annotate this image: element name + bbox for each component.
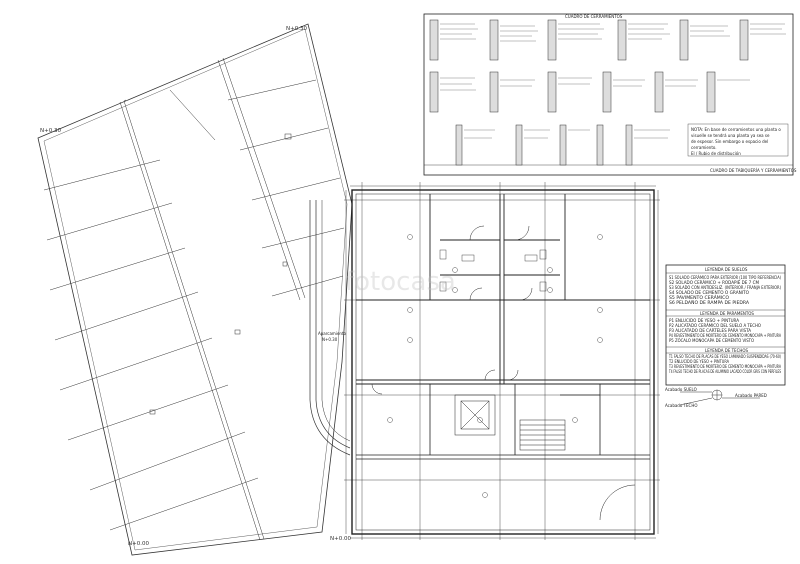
ceiling-markers: [387, 234, 603, 498]
legend-floor-item: S3 SOLADO CON ANTIDESLIZ. (INTERIOR / FR…: [669, 285, 781, 290]
legend-walls-title: LEYENDA DE PARAMENTOS: [700, 311, 754, 316]
level-label: N+0.00: [330, 536, 351, 542]
legend-ceiling-item: T1 FALSO TECHO DE PLACAS DE YESO LAMINAD…: [668, 354, 781, 359]
legend-floor-item: S4 SOLADO DE CEMENTO O GRANITO: [669, 290, 749, 295]
symbol-label: Acabado TECHO: [665, 403, 697, 408]
finish-symbol-key: [679, 389, 760, 406]
legend-wall-item: P5 ZÓCALO MONOCAPA DE CEMENTO VISTO: [669, 338, 754, 343]
level-label: N+0.30: [40, 128, 61, 134]
legend-wall-item: P1 ENLUCIDO DE YESO + PINTURA: [669, 318, 739, 323]
legend-floor-item: S5 PAVIMENTO CERÁMICO: [669, 295, 729, 300]
legend-floors-title: LEYENDA DE SUELOS: [705, 267, 748, 272]
legend-ceiling-item: T4 FALSO TECHO DE PLACAS DE ALUMINIO LAC…: [668, 369, 781, 374]
legend-wall-item: P4 REVESTIMIENTO DE MORTERO DE CEMENTO M…: [669, 333, 781, 338]
legend-floor-item: S6 PELDAÑO DE RAMPA DE PIEDRA: [669, 300, 749, 305]
parking-note-level: N+0.30: [322, 337, 338, 342]
wall-chart-title: CUADRO DE CERRAMIENTOS: [565, 14, 623, 19]
doors: [371, 225, 636, 521]
legend-ceiling-item: T3 REVESTIMIENTO DE MORTERO DE CEMENTO M…: [668, 364, 781, 369]
legend-wall-item: P3 ALICATADO DE CARTELES PARA VISTA: [669, 328, 751, 333]
finishes-legend: LEYENDA DE SUELOS S1 SOLADO CERÁMICO PAR…: [665, 264, 786, 386]
parking-lot: [37, 23, 353, 556]
wall-chart-note-line: de espesor. Sin embargo o espacio del: [691, 139, 768, 144]
parking-stalls: [43, 79, 345, 531]
parking-note: Aparcamiento: [318, 331, 347, 336]
symbol-label: Acabado SUELO: [665, 387, 697, 392]
legend-wall-item: P2 ALICATADO CERÁMICO DEL SUELO A TECHO: [669, 323, 761, 328]
wall-chart-note-line: cerramiento.: [691, 145, 717, 150]
building-plan: [344, 182, 660, 540]
stairs: [454, 394, 566, 451]
level-label: N+0.00: [128, 541, 149, 547]
legend-ceiling-item: T2 ENLUCIDO DE YESO + PINTURA: [668, 359, 729, 364]
watermark-text: fotocasa: [345, 267, 456, 297]
wall-chart-note-line: visuelle se tendrá una planta ya sea se: [691, 133, 770, 138]
legend-floor-item: S1 SOLADO CERÁMICO PARA EXTERIOR (100 TI…: [669, 275, 781, 280]
symbol-label: Acabado PARED: [735, 393, 767, 398]
wall-chart-footer: CUADRO DE TABIQUERÍA Y CERRAMIENTOS: [710, 168, 797, 173]
wall-chart-note-line: El / Rubio de distribución: [691, 151, 741, 156]
legend-ceilings-title: LEYENDA DE TECHOS: [705, 348, 749, 353]
level-label: N+0.30: [286, 26, 307, 32]
wall-types-chart: CUADRO DE CERRAMIENTOS NOTA: En base de …: [423, 13, 797, 176]
legend-floor-item: S2 SOLADO CERÁMICO + RODAPIÉ DE 7 CM: [669, 280, 760, 285]
wall-chart-note-line: NOTA: En base de cerramientos una planta…: [691, 127, 781, 132]
